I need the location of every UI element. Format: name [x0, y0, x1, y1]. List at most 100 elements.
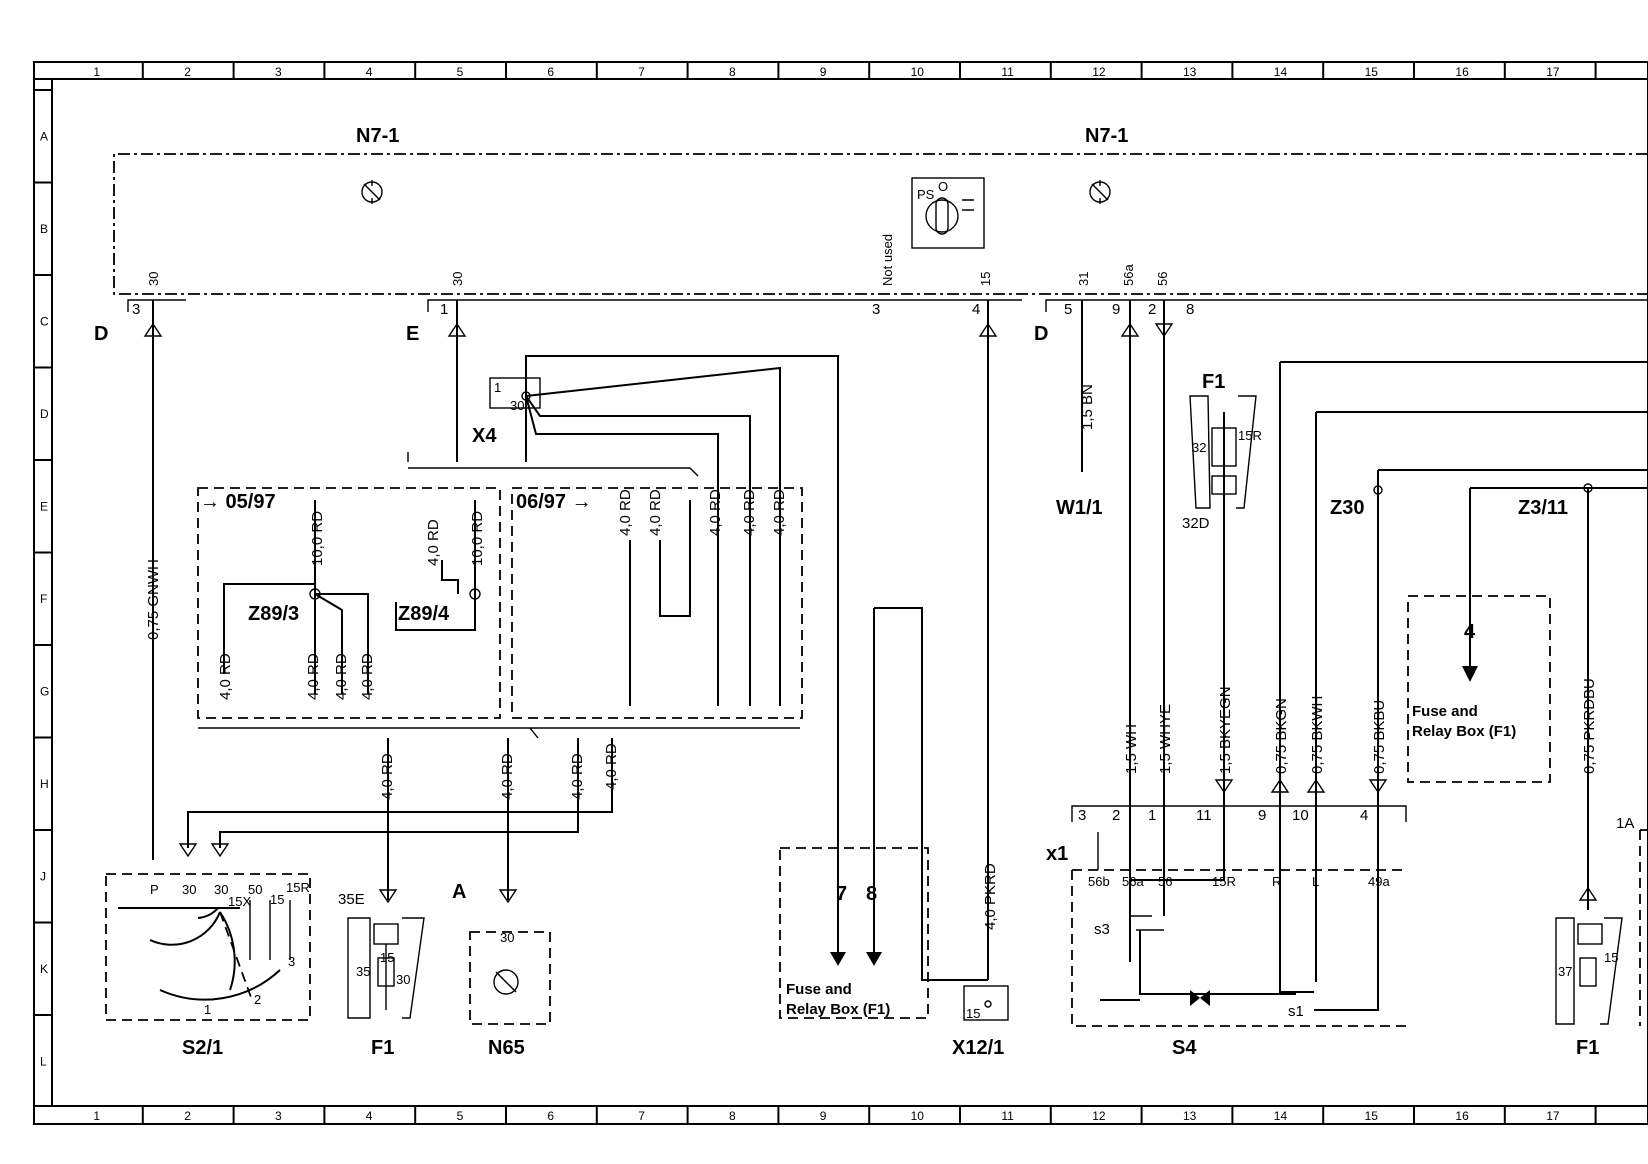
grid-row-label: L — [40, 1054, 47, 1068]
grid-column-label: 6 — [547, 65, 554, 79]
grid-column-label: 13 — [1183, 1109, 1197, 1123]
f1-b-pin-1a: 1A — [1616, 815, 1634, 832]
grid-column-label: 11 — [1001, 1109, 1014, 1123]
grid-row-label: G — [40, 684, 49, 698]
fuse-box-label-line2: Relay Box (F1) — [786, 1001, 890, 1018]
x4-label: X4 — [472, 425, 497, 447]
grid-column-label: 17 — [1546, 1109, 1560, 1123]
relay-symbol-icon — [1089, 180, 1111, 204]
grid-row-label: H — [40, 777, 49, 791]
connector-a: A — [452, 881, 466, 903]
wire-label-rd4: 4,0 RD — [217, 653, 234, 700]
f1-a-label: F1 — [371, 1037, 394, 1059]
terminal-56a: 56a — [1121, 264, 1136, 286]
s4-pin: 49a — [1368, 874, 1390, 889]
grid-column-label: 9 — [820, 65, 827, 79]
x12-1-label: X12/1 — [952, 1037, 1004, 1059]
wire-label-rd4: 4,0 RD — [425, 519, 442, 566]
grid-column-label: 12 — [1092, 65, 1106, 79]
s4-pin: 56b — [1088, 874, 1110, 889]
date-0697: 06/97 → — [516, 491, 592, 513]
grid-column-label: 15 — [1365, 65, 1379, 79]
f1-top-pin-15r: 15R — [1238, 428, 1262, 443]
connector-e: E — [406, 323, 419, 345]
f1-a-pin-15: 15 — [380, 950, 394, 965]
grid-column-label: 10 — [911, 1109, 925, 1123]
grid-row-label: D — [40, 407, 49, 421]
wire-label-rd4: 4,0 RD — [771, 489, 788, 536]
wire-label-rd4: 4,0 RD — [603, 743, 620, 790]
grid-column-label: 11 — [1001, 65, 1014, 79]
grid-column-label: 3 — [275, 1109, 282, 1123]
s2-1-pin: 50 — [248, 882, 262, 897]
grid-column-label: 2 — [184, 1109, 191, 1123]
z89-4-label: Z89/4 — [398, 603, 450, 625]
grid-row-label: C — [40, 314, 49, 328]
grid-column-label: 8 — [729, 1109, 736, 1123]
wire-label-bkwh: 0,75 BKWH — [1309, 696, 1326, 774]
f1-top-label: F1 — [1202, 371, 1225, 393]
grid-column-label: 1 — [93, 1109, 100, 1123]
grid-column-label: 8 — [729, 65, 736, 79]
wire-label-rd4: 4,0 RD — [741, 489, 758, 536]
z89-3-label: Z89/3 — [248, 603, 299, 625]
x1-pin: 3 — [1078, 807, 1086, 824]
switch-o-label: O — [938, 179, 948, 194]
wire-network — [143, 300, 1009, 1021]
x1-pin: 2 — [1112, 807, 1120, 824]
f1-a-pin-35e: 35E — [338, 891, 365, 908]
grid-row-label: B — [40, 222, 48, 236]
pin-1: 1 — [440, 301, 448, 318]
s4-s1-label: s1 — [1288, 1003, 1304, 1020]
grid-column-label: 1 — [93, 65, 100, 79]
f1-top-pin-32d: 32D — [1182, 515, 1210, 532]
pin-3b: 3 — [872, 301, 880, 318]
s4-pin: 56 — [1158, 874, 1172, 889]
grid-row-label: K — [40, 962, 48, 976]
terminal-56: 56 — [1155, 272, 1170, 286]
terminal-31: 31 — [1076, 272, 1091, 286]
terminal-30-mid: 30 — [450, 272, 465, 286]
wire-label-bkbu: 0,75 BKBU — [1371, 700, 1388, 774]
x1-pin: 4 — [1360, 807, 1368, 824]
terminal-15: 15 — [978, 272, 993, 286]
s4-pin: L — [1312, 874, 1319, 889]
grid-column-label: 17 — [1546, 65, 1560, 79]
grid-column-label: 5 — [457, 1109, 464, 1123]
x4-pin-30: 30 — [510, 398, 524, 413]
n7-1-label-left: N7-1 — [356, 125, 399, 147]
s2-1-pin: 2 — [254, 992, 261, 1007]
wire-label-gnwh: 0,75 GNWH — [145, 559, 162, 640]
s4-pin: R — [1272, 874, 1281, 889]
fuse-f1-a — [347, 917, 425, 1019]
grid-column-label: 10 — [911, 65, 925, 79]
s4-label: S4 — [1172, 1037, 1197, 1059]
x1-pin: 11 — [1196, 807, 1212, 824]
s2-1-pin: 3 — [288, 954, 295, 969]
w1-1-label: W1/1 — [1056, 497, 1103, 519]
s2-1-ignition-switch — [105, 873, 311, 1021]
s2-1-pin: 1 — [204, 1002, 211, 1017]
n7-1-enclosure — [113, 153, 1648, 295]
arrow-7-label: 7 — [836, 883, 847, 905]
wire-label-pkrdbu: 0,75 PKRDBU — [1581, 678, 1598, 774]
wire-label-rd4: 4,0 RD — [499, 753, 516, 800]
grid-column-label: 16 — [1455, 65, 1469, 79]
s4-pin: 15R — [1212, 874, 1236, 889]
connector-strip — [127, 299, 1648, 312]
s2-1-pin: 15 — [270, 892, 284, 907]
relay-symbol-icon — [361, 180, 383, 204]
fuse-f1-b — [1555, 829, 1648, 1026]
wire-label-bkgn: 0,75 BKGN — [1273, 698, 1290, 774]
wire-label-rd4: 4,0 RD — [333, 653, 350, 700]
x1-pin: 10 — [1292, 807, 1309, 824]
x12-pin-15: 15 — [966, 1006, 980, 1021]
wire-label-rd4: 4,0 RD — [617, 489, 634, 536]
grid-column-label: 16 — [1455, 1109, 1469, 1123]
wire-label-rd4: 4,0 RD — [707, 489, 724, 536]
wire-label-rd4: 4,0 RD — [379, 753, 396, 800]
wire-label-rd10b: 10,0 RD — [469, 511, 486, 566]
